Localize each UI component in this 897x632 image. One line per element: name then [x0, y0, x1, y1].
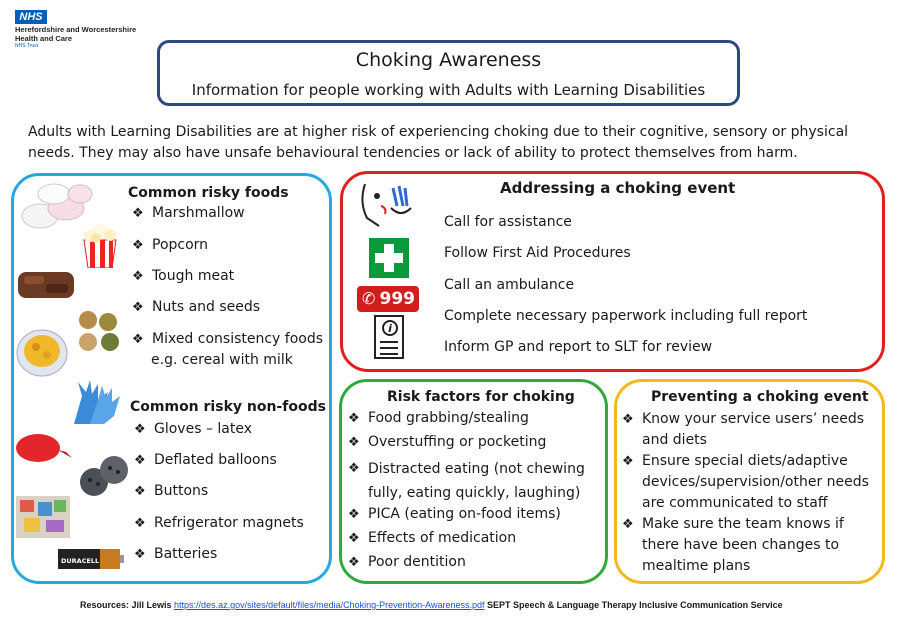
org-line-3: NHS Trust	[15, 43, 39, 49]
risk-factor-item: ❖Overstuffing or pocketing	[348, 434, 547, 450]
risk-factors-panel	[339, 379, 608, 584]
risk-factors-heading: Risk factors for choking	[387, 389, 575, 405]
intro-paragraph: Adults with Learning Disabilities are at…	[28, 122, 873, 164]
addressing-choking-panel	[340, 171, 885, 372]
bullet-icon: ❖	[348, 411, 360, 426]
page-subtitle: Information for people working with Adul…	[191, 81, 706, 99]
buttons-image	[80, 456, 128, 496]
addressing-step: Call for assistance	[444, 214, 572, 230]
risk-factor-item: ❖Food grabbing/stealing	[348, 410, 529, 426]
fridge-magnets-image	[16, 496, 70, 538]
risk-factors-list: ❖Food grabbing/stealing ❖Overstuffing or…	[348, 409, 603, 577]
risky-food-item: ❖Mixed consistency foods	[132, 331, 324, 347]
page-title: Choking Awareness	[355, 49, 542, 71]
bullet-icon: ❖	[348, 461, 360, 476]
addressing-step: Complete necessary paperwork including f…	[444, 308, 808, 324]
bullet-icon: ❖	[622, 412, 634, 427]
battery-image: DURACELL	[58, 549, 124, 569]
bullet-icon: ❖	[132, 238, 144, 253]
footer-prefix: Resources: Jill Lewis	[80, 600, 175, 610]
bullet-icon: ❖	[348, 507, 360, 522]
first-aid-icon	[369, 238, 409, 278]
info-icon: i	[382, 320, 398, 336]
battery-label: DURACELL	[61, 557, 99, 565]
choking-person-icon	[361, 183, 412, 227]
risky-nonfood-item: ❖Refrigerator magnets	[134, 515, 304, 531]
org-line-1: Herefordshire and Worcestershire	[15, 25, 137, 34]
marshmallow-image	[21, 183, 93, 229]
preventing-choking-panel	[614, 379, 885, 584]
risky-food-item: ❖Popcorn	[132, 237, 209, 253]
intro-line-2: needs. They may also have unsafe behavio…	[28, 145, 798, 161]
bullet-icon: ❖	[348, 555, 360, 570]
bullet-icon: ❖	[134, 516, 146, 531]
latex-gloves-image	[74, 380, 120, 424]
addressing-step: Follow First Aid Procedures	[444, 245, 631, 261]
addressing-heading: Addressing a choking event	[500, 179, 736, 197]
tough-meat-image	[18, 272, 74, 298]
bullet-icon: ❖	[622, 454, 634, 469]
bullet-icon: ❖	[134, 422, 146, 437]
ambulance-phone-icon: ✆999	[357, 286, 419, 312]
risky-food-item: ❖Nuts and seeds	[132, 299, 261, 315]
risky-foods-heading: Common risky foods	[128, 185, 289, 201]
risky-food-example: e.g. cereal with milk	[151, 352, 293, 368]
footer-resources: Resources: Jill Lewis https://des.az.gov…	[80, 600, 880, 610]
report-form-icon: i	[374, 315, 404, 359]
cereal-bowl-image	[16, 329, 68, 377]
risky-items-panel	[11, 173, 332, 584]
bullet-icon: ❖	[622, 517, 634, 532]
bullet-icon: ❖	[134, 484, 146, 499]
nhs-organisation-name: Herefordshire and Worcestershire Health …	[15, 25, 155, 50]
risky-nonfood-item: ❖Deflated balloons	[134, 452, 277, 468]
deflated-balloon-image	[16, 434, 72, 462]
risky-food-item: ❖Tough meat	[132, 268, 235, 284]
bullet-icon: ❖	[348, 531, 360, 546]
intro-line-1: Adults with Learning Disabilities are at…	[28, 124, 849, 140]
bullet-icon: ❖	[132, 332, 144, 347]
risky-food-item: ❖Marshmallow	[132, 205, 245, 221]
popcorn-image	[83, 224, 117, 268]
bullet-icon: ❖	[132, 300, 144, 315]
risk-factor-item: ❖PICA (eating on-food items)	[348, 506, 561, 522]
risk-factor-item: ❖Poor dentition	[348, 554, 466, 570]
addressing-step: Call an ambulance	[444, 277, 575, 293]
risk-factor-item: ❖Effects of medication	[348, 530, 517, 546]
risky-nonfoods-heading: Common risky non-foods	[130, 399, 326, 415]
bullet-icon: ❖	[132, 269, 144, 284]
bullet-icon: ❖	[348, 435, 360, 450]
phone-icon: ✆	[362, 289, 376, 308]
preventing-heading: Preventing a choking event	[651, 389, 869, 405]
title-box: Choking Awareness Information for people…	[157, 40, 740, 106]
footer-suffix: SEPT Speech & Language Therapy Inclusive…	[484, 600, 783, 610]
bullet-icon: ❖	[134, 547, 146, 562]
nuts-seeds-image	[79, 311, 119, 351]
nhs-logo-badge: NHS	[15, 10, 47, 24]
org-line-2: Health and Care	[15, 33, 73, 43]
bullet-icon: ❖	[134, 453, 146, 468]
risky-nonfood-item: ❖Gloves – latex	[134, 421, 253, 437]
risky-nonfood-item: ❖Batteries	[134, 546, 218, 562]
risky-nonfood-item: ❖Buttons	[134, 483, 209, 499]
bullet-icon: ❖	[132, 206, 144, 221]
resource-link[interactable]: https://des.az.gov/sites/default/files/m…	[174, 600, 485, 610]
addressing-step: Inform GP and report to SLT for review	[444, 339, 713, 355]
